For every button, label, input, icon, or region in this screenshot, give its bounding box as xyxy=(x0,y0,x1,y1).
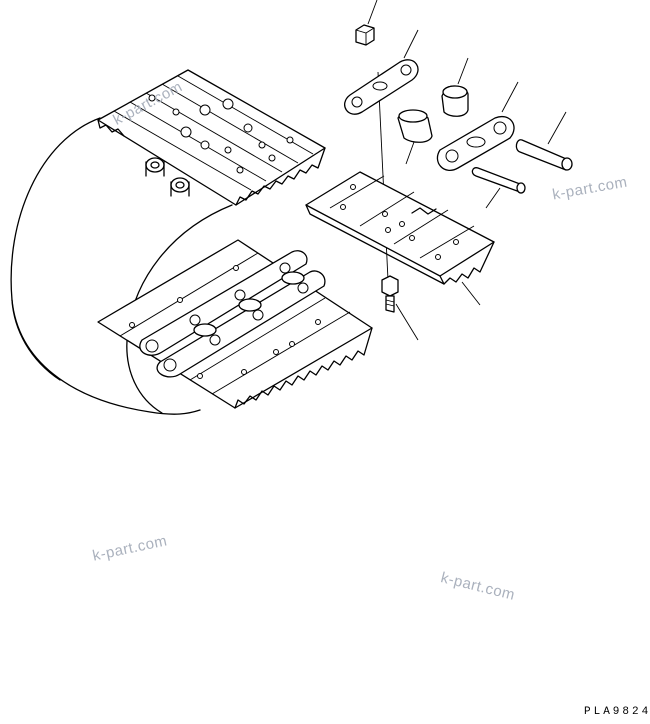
nut xyxy=(355,0,378,46)
shoe-bolt xyxy=(381,275,419,341)
bushing-2 xyxy=(397,109,433,165)
track-shoe-holes xyxy=(340,184,459,260)
master-pin xyxy=(515,111,573,171)
assembly-line xyxy=(377,71,389,281)
upper-pin-ends xyxy=(145,157,190,197)
upper-shoe-bolts xyxy=(148,94,294,174)
track-link xyxy=(436,81,519,171)
upper-track-section xyxy=(97,69,326,206)
track-shoe xyxy=(305,171,495,306)
pin xyxy=(471,167,526,209)
bushing xyxy=(441,57,469,117)
master-link xyxy=(344,29,419,115)
figure-code: PLA9824 xyxy=(584,706,650,718)
lower-shoe-bolts xyxy=(129,265,321,379)
link-chain xyxy=(139,250,326,378)
lower-track-section xyxy=(97,239,373,409)
